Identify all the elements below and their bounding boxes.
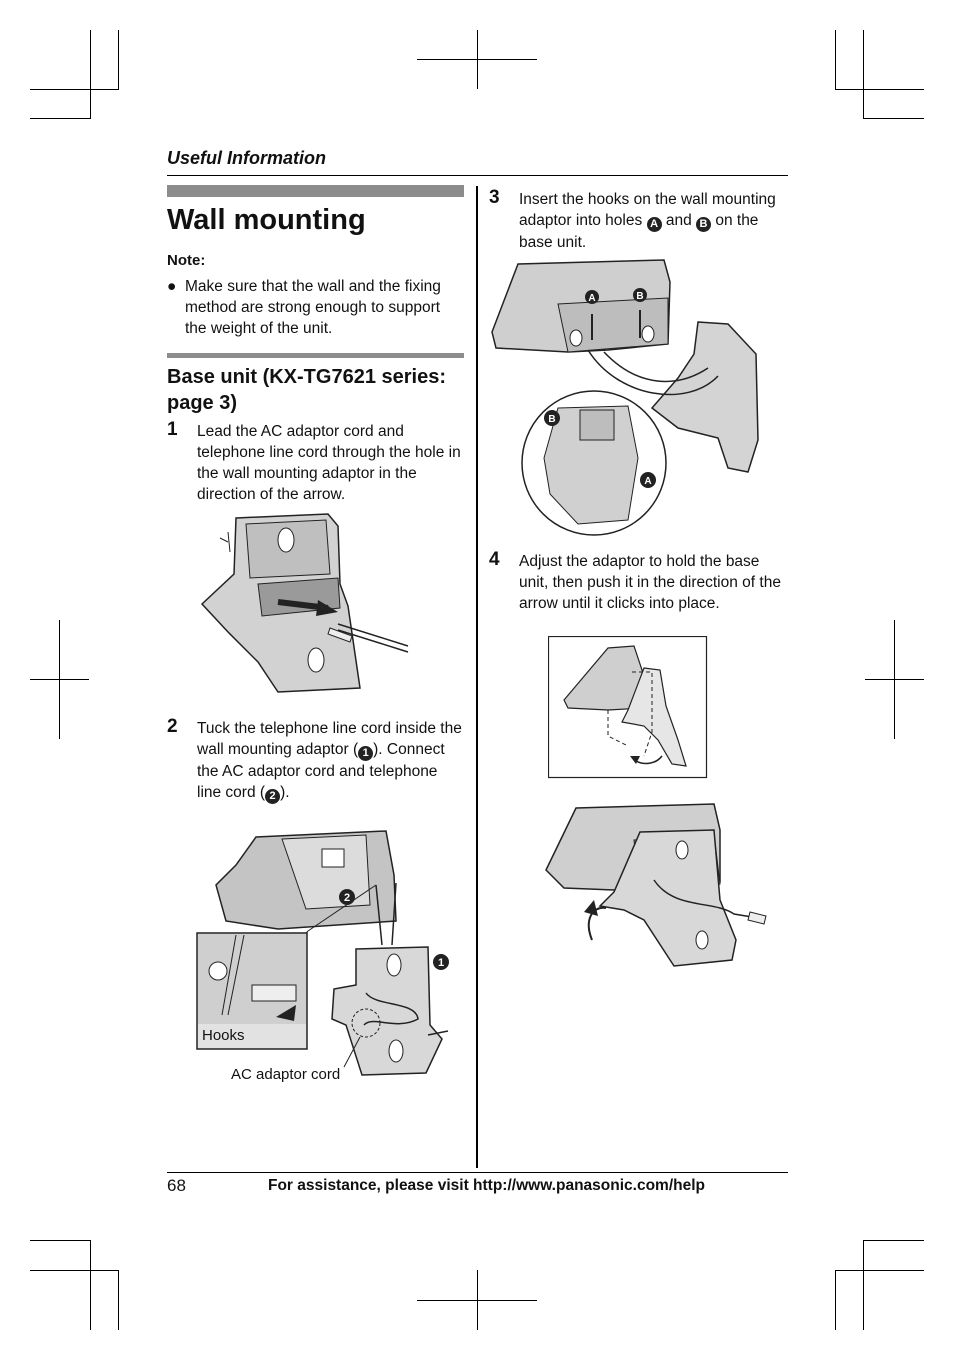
hole-b-marker: B [696, 217, 712, 232]
step-text-part: on the base unit. [519, 212, 759, 251]
header-rule [167, 175, 788, 176]
hole-a-marker: A [646, 217, 662, 232]
step-3: 3 Insert the hooks on the wall mounting … [489, 187, 784, 253]
column-divider [476, 186, 478, 1168]
subheading-bar [167, 353, 464, 358]
step-text: Lead the AC adaptor cord and telephone l… [197, 423, 461, 503]
ac-adaptor-cord-label: AC adaptor cord [231, 1066, 341, 1083]
step-text-part: ). [280, 784, 290, 801]
step-text-part: Insert the hooks on the wall mounting ad… [519, 191, 776, 229]
assistance-text: For assistance, please visit http://www.… [268, 1177, 705, 1194]
figure-step4-mounted [545, 803, 767, 967]
note-bullet: ● Make sure that the wall and the fixing… [167, 276, 462, 339]
step-number: 3 [489, 187, 500, 208]
callout-marker: 1 [358, 746, 374, 761]
hole-b-label-detail: B [548, 414, 555, 425]
step-text: Tuck the telephone line cord inside the … [197, 718, 462, 804]
subheading: Base unit (KX-TG7621 series: page 3) [167, 366, 446, 414]
section-header: Useful Information [167, 148, 327, 168]
step-number: 4 [489, 549, 500, 570]
step-text: Insert the hooks on the wall mounting ad… [519, 189, 784, 253]
note-text: Make sure that the wall and the fixing m… [185, 278, 441, 337]
figure-step4-side-view [548, 636, 708, 779]
step-text-part: ). Connect the AC adaptor cord and telep… [197, 741, 445, 801]
callout-2-label: 2 [344, 892, 350, 904]
step-2: 2 Tuck the telephone line cord inside th… [167, 716, 462, 804]
hole-a-label-detail: A [644, 476, 651, 487]
page-title: Wall mounting [167, 204, 366, 236]
footer-rule [167, 1172, 788, 1173]
step-1: 1 Lead the AC adaptor cord and telephone… [167, 419, 462, 505]
hole-a-label: A [588, 293, 595, 304]
figure-step3-hooks: A B B A [491, 259, 759, 536]
title-bar [167, 185, 464, 197]
figure-step2-base-unit: 2 1 [196, 830, 449, 1076]
bullet-icon: ● [167, 278, 177, 295]
hole-b-label: B [636, 291, 643, 302]
callout-marker: 2 [265, 789, 281, 804]
step-text-part: and [661, 212, 697, 229]
step-text-part: Tuck the telephone line cord inside the … [197, 720, 462, 758]
step-text: Adjust the adaptor to hold the base unit… [519, 553, 781, 612]
step-4: 4 Adjust the adaptor to hold the base un… [489, 549, 784, 614]
step-number: 2 [167, 716, 178, 737]
hooks-label: Hooks [202, 1027, 245, 1044]
note-label: Note: [167, 252, 206, 269]
callout-1-label: 1 [438, 957, 444, 969]
figure-step1-adaptor [200, 513, 409, 693]
step-number: 1 [167, 419, 178, 440]
page-number: 68 [167, 1176, 186, 1195]
